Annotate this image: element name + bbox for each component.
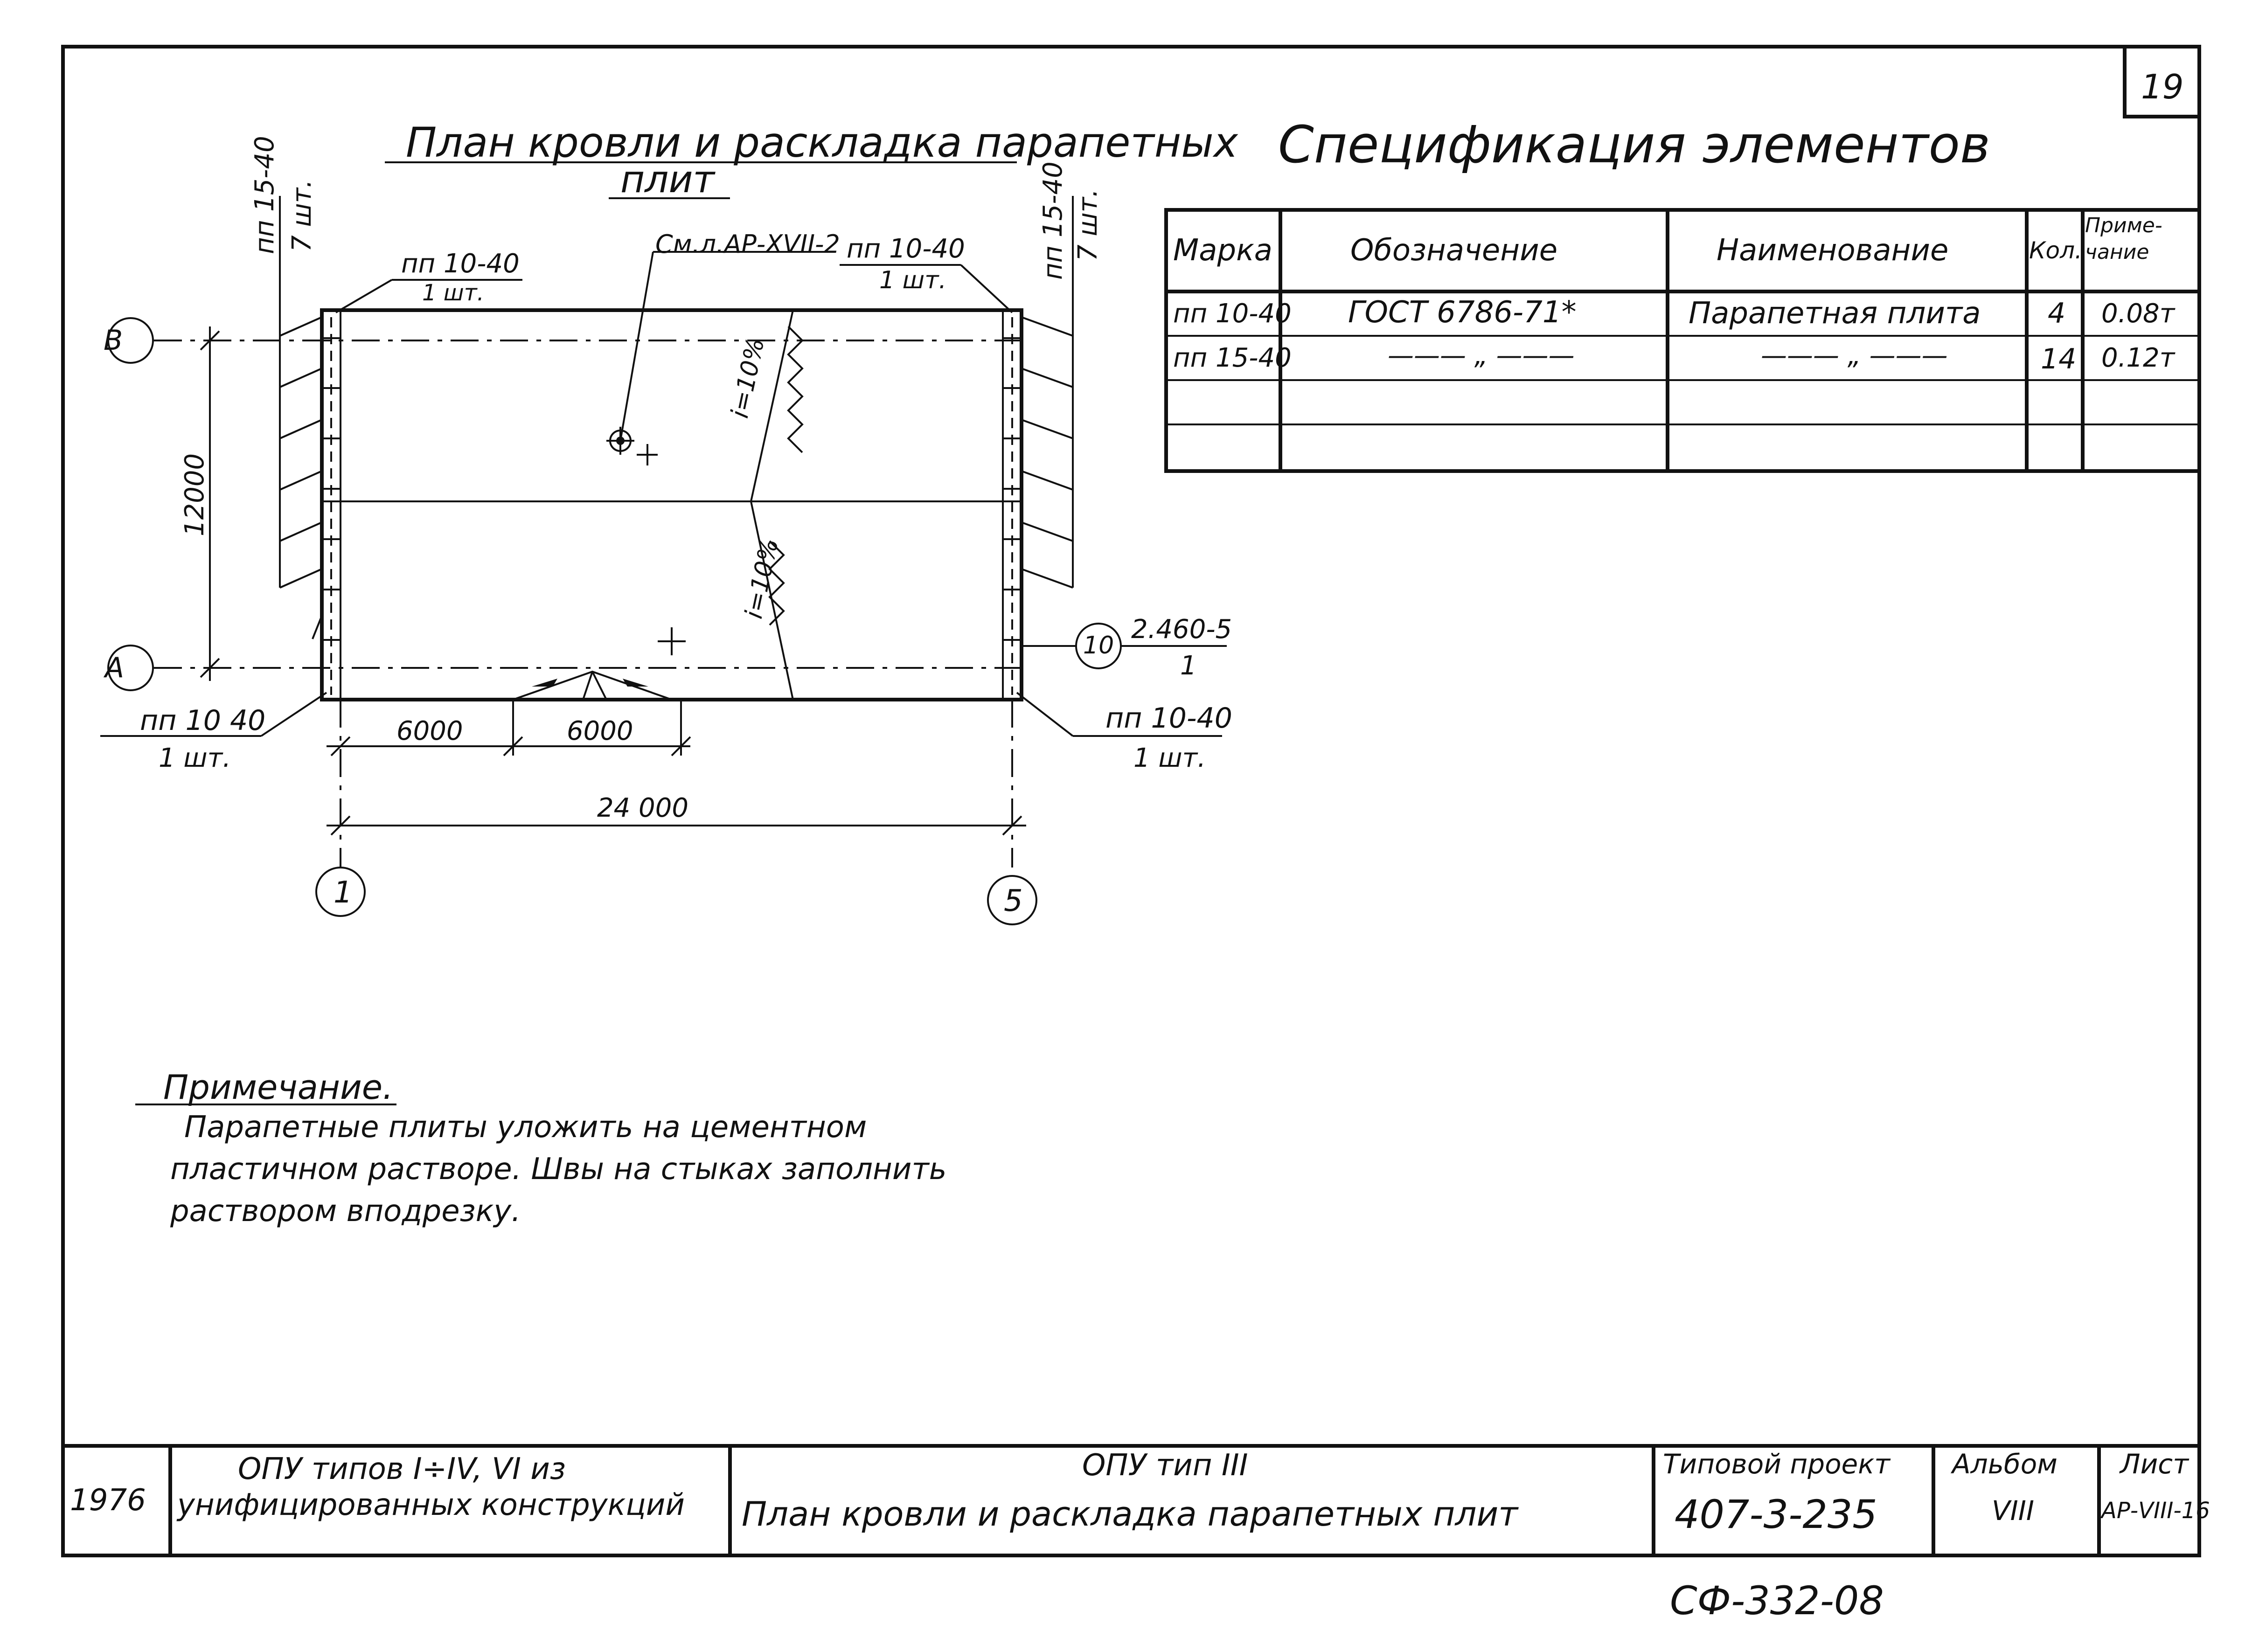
axis-b-label: B — [104, 324, 123, 357]
label-top-right-qty: 1 шт. — [879, 266, 947, 294]
dimensions — [200, 326, 1026, 836]
spec-row2-designation: ——— „ ——— — [1388, 340, 1575, 371]
note-line1: Парапетные плиты уложить на цементном — [184, 1110, 867, 1145]
label-top-right-mark: пп 10-40 — [847, 234, 965, 264]
plan-title-line2: плит — [620, 158, 715, 201]
title-sheet-line2: План кровли и раскладка парапетных плит — [742, 1494, 1518, 1534]
label-right-vertical-qty: 7 шт. — [1073, 188, 1103, 261]
spec-row1-qty: 4 — [2048, 297, 2066, 330]
spec-header-designation: Обозначение — [1350, 233, 1558, 268]
spec-header-mark: Марка — [1173, 233, 1272, 268]
right-leaders — [1021, 196, 1074, 589]
label-bottom-left-mark: пп 10 40 — [140, 704, 266, 737]
spec-header-qty: Кол. — [2029, 237, 2082, 264]
node-ref-top: 2.460-5 — [1131, 614, 1232, 645]
title-sheet-value: АР-VIII-16 — [2101, 1498, 2210, 1524]
ref-sheet-label: См.л.АР-XVII-2 — [655, 229, 840, 259]
spec-row2-qty: 14 — [2041, 343, 2077, 375]
label-left-vertical-mark: пп 15-40 — [250, 136, 280, 254]
title-album-label: Альбом — [1952, 1448, 2057, 1480]
spec-row1-designation: ГОСТ 6786-71* — [1348, 295, 1577, 330]
title-sheet-label: Лист — [2120, 1448, 2189, 1480]
spec-row1-name: Парапетная плита — [1689, 296, 1981, 331]
dim-seg2: 6000 — [567, 716, 633, 746]
label-bottom-left-qty: 1 шт. — [159, 743, 231, 773]
footer-code: СФ-332-08 — [1670, 1578, 1884, 1624]
axis-5-label: 5 — [1004, 884, 1023, 918]
label-left-vertical-qty: 7 шт. — [287, 179, 317, 252]
spec-header-name: Наименование — [1717, 233, 1949, 268]
note-line2: пластичном растворе. Швы на стыках запол… — [170, 1152, 947, 1187]
axis-1-label: 1 — [334, 875, 353, 910]
label-top-left-qty: 1 шт. — [422, 280, 484, 306]
grid-axes — [107, 317, 1227, 925]
title-year: 1976 — [70, 1483, 146, 1518]
label-bottom-right-qty: 1 шт. — [1133, 743, 1206, 773]
dim-seg1: 6000 — [396, 716, 463, 746]
sheet-number-box — [2123, 45, 2201, 118]
spec-row2-mark: пп 15-40 — [1173, 343, 1292, 373]
dim-height: 12000 — [180, 453, 210, 536]
label-bottom-right-mark: пп 10-40 — [1105, 702, 1232, 735]
spec-row2-note: 0.12т — [2101, 343, 2175, 373]
sheet-number: 19 — [2141, 67, 2184, 106]
left-leaders — [279, 196, 323, 639]
spec-row1-note: 0.08т — [2101, 298, 2175, 329]
plan-title: План кровли и раскладка парапетных — [406, 118, 1238, 167]
sheet-frame — [61, 45, 2201, 1557]
spec-row1-mark: пп 10-40 — [1173, 298, 1292, 329]
node-ref-bottom: 1 — [1180, 651, 1197, 681]
axis-a-label: A — [105, 652, 125, 684]
title-sheet-line1: ОПУ тип III — [1082, 1448, 1248, 1483]
dim-total: 24 000 — [597, 793, 688, 823]
spec-title: Спецификация элементов — [1278, 115, 1990, 174]
node-ref-circle: 10 — [1083, 632, 1114, 659]
spec-header-note: Приме-чание — [2085, 214, 2162, 264]
note-title: Примечание. — [163, 1068, 393, 1107]
title-album-value: VIII — [1992, 1495, 2034, 1527]
title-project-label: Типовой проект — [1663, 1448, 1891, 1480]
spec-row2-name: ——— „ ——— — [1761, 340, 1948, 371]
title-series-line1: ОПУ типов I÷IV, VI из — [238, 1452, 566, 1486]
label-right-vertical-mark: пп 15-40 — [1038, 161, 1068, 280]
title-project-value: 407-3-235 — [1675, 1492, 1877, 1537]
label-top-left-mark: пп 10-40 — [401, 249, 520, 279]
title-series-line2: унифицированных конструкций — [177, 1488, 685, 1522]
spec-table-grid — [1164, 208, 2201, 473]
note-line3: раствором вподрезку. — [170, 1194, 521, 1229]
